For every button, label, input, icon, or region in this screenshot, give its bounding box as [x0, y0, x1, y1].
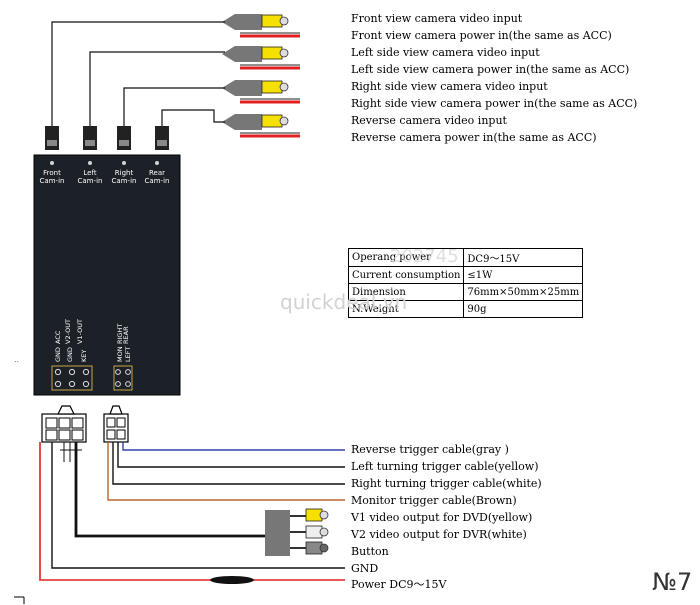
label-right-power: Right side view camera power in(the same…: [351, 97, 638, 110]
label-button: Button: [351, 545, 389, 558]
label-reverse-trigger: Reverse trigger cable(gray ): [351, 443, 509, 456]
spec-value: ≤1W: [463, 266, 584, 284]
terminal-block-1: [51, 365, 93, 391]
label-left-video: Left side view camera video input: [351, 46, 540, 59]
label-reverse-power: Reverse camera power in(the same as ACC): [351, 131, 597, 144]
spec-value: DC9～15V: [463, 248, 584, 267]
spec-row: Current consumption ≤1W: [347, 266, 584, 284]
label-front-video: Front view camera video input: [351, 12, 523, 25]
rear-camera-connectors: [222, 114, 300, 138]
label-left-trigger: Left turning trigger cable(yellow): [351, 460, 539, 473]
front-camera-connectors: [222, 14, 300, 38]
bottom-connectors: [41, 405, 129, 443]
pin-label-v1-out: V1-OUT: [76, 319, 84, 344]
camera-plugs: [45, 126, 169, 150]
label-v2-output: V2 video output for DVR(white): [351, 528, 527, 541]
label-right-video: Right side view camera video input: [351, 80, 548, 93]
pin-label-left: LEFT: [124, 346, 132, 362]
pin-label-acc: ACC: [54, 330, 62, 344]
spec-row: N.Weight 90g: [347, 300, 584, 318]
bottom-wires: [39, 442, 345, 584]
control-box: [33, 154, 181, 396]
label-front-power: Front view camera power in(the same as A…: [351, 29, 612, 42]
spec-row: Operang power DC9～15V: [347, 248, 584, 267]
right-camera-connectors: [222, 80, 300, 104]
watermark-number: 202745: [390, 246, 459, 267]
page-number: №7: [652, 568, 693, 596]
spec-row: Dimension 76mm×50mm×25mm: [347, 283, 584, 301]
pin-label-mon: MON: [116, 346, 124, 362]
spec-value: 76mm×50mm×25mm: [463, 283, 584, 301]
pin-label-rear: REAR: [122, 326, 130, 344]
pin-label-v2-out: V2-OUT: [64, 319, 72, 344]
label-left-power: Left side view camera power in(the same …: [351, 63, 630, 76]
spec-key: N.Weight: [347, 300, 465, 318]
spec-value: 90g: [463, 300, 584, 318]
label-right-trigger: Right turning trigger cable(white): [351, 477, 542, 490]
svg-text:..: ..: [14, 355, 19, 364]
label-gnd: GND: [351, 562, 379, 575]
spec-table: Operang power DC9～15V Current consumptio…: [347, 248, 584, 318]
pin-label-key: KEY: [80, 349, 88, 362]
label-monitor-trigger: Monitor trigger cable(Brown): [351, 494, 517, 507]
watermark-text: quickdeal.vn: [280, 290, 408, 314]
pin-label-gnd-1: GND: [54, 347, 62, 362]
label-reverse-video: Reverse camera video input: [351, 114, 507, 127]
top-harness: [45, 14, 300, 150]
left-camera-connectors: [222, 46, 300, 70]
pin-label-gnd-2: GND: [66, 347, 74, 362]
terminal-block-2: [113, 365, 133, 391]
spec-key: Current consumption: [347, 266, 465, 284]
label-power: Power DC9～15V: [351, 578, 447, 591]
label-v1-output: V1 video output for DVD(yellow): [351, 511, 533, 524]
